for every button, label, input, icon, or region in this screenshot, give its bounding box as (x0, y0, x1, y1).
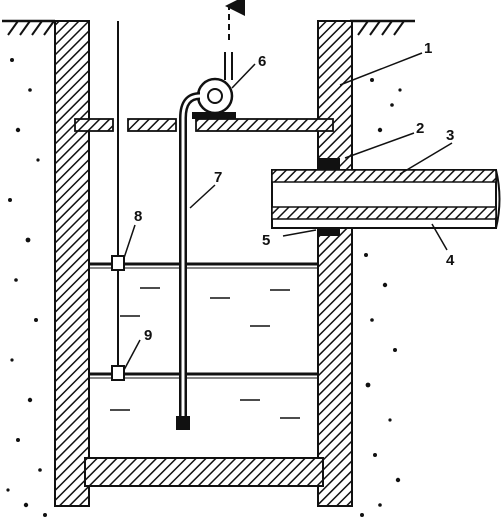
leader-lines (123, 52, 453, 371)
platform-right (195, 118, 334, 132)
label-6: 6 (258, 53, 266, 70)
pump-unit (192, 77, 236, 119)
lower-float-sensor (111, 365, 125, 381)
label-3: 3 (446, 127, 454, 144)
platform-left (74, 118, 114, 132)
suction-hose-inner (181, 94, 201, 418)
label-8: 8 (134, 208, 142, 225)
inlet-pipe (271, 169, 501, 229)
label-5: 5 (262, 232, 270, 249)
label-2: 2 (416, 120, 424, 137)
bottom-slab (84, 457, 324, 487)
discharge-pipe (224, 52, 233, 80)
water-levels (90, 262, 318, 419)
left-wall (54, 20, 90, 507)
ground-surface (2, 19, 415, 36)
label-7: 7 (214, 169, 222, 186)
pipe-seal-bottom (318, 228, 340, 236)
label-4: 4 (446, 252, 455, 269)
platform-middle (127, 118, 177, 132)
pipe-seal-top (318, 158, 340, 170)
suction-hose (179, 92, 201, 418)
hose-strainer (176, 416, 190, 430)
label-1: 1 (424, 40, 432, 57)
label-9: 9 (144, 327, 152, 344)
right-wall-upper (317, 20, 353, 171)
soil-texture (6, 58, 402, 517)
upper-float-sensor (111, 255, 125, 271)
